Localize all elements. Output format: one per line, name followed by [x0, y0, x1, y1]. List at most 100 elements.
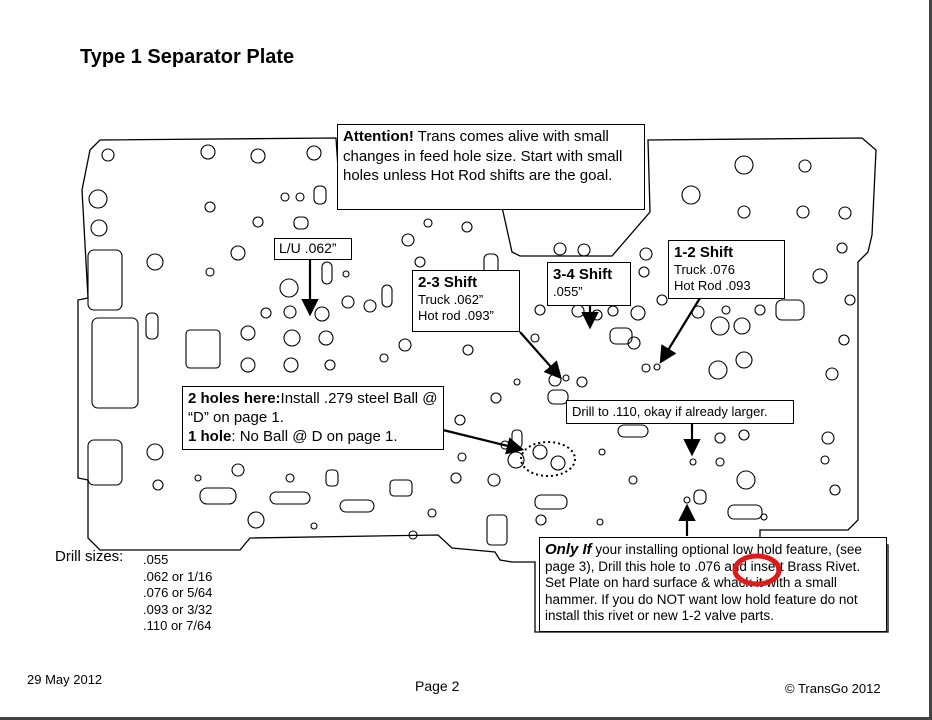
twoholes-lead: 2 holes here:	[188, 390, 281, 407]
plate-hole	[414, 256, 426, 268]
plate-hole	[408, 530, 418, 540]
plate-slot	[511, 429, 523, 449]
drill-sizes-label: Drill sizes:	[55, 548, 124, 565]
lu-callout: L/U .062”	[274, 238, 352, 260]
plate-hole	[450, 472, 462, 484]
drill-size-item: .110 or 7/64	[143, 618, 212, 633]
page-edge-right	[929, 0, 932, 720]
plate-hole	[550, 455, 566, 471]
plate-hole	[653, 363, 661, 371]
drill110-text: Drill to .110, okay if already larger.	[572, 404, 768, 419]
shift12-heading: 1-2 Shift	[674, 244, 734, 261]
plate-hole	[250, 148, 266, 164]
plate-slot	[199, 487, 237, 505]
plate-hole	[90, 219, 108, 237]
plate-outline	[77, 137, 889, 633]
plate-hole	[714, 432, 726, 444]
plate-hole	[760, 513, 768, 521]
plate-slot	[91, 317, 139, 409]
plate-hole	[240, 325, 256, 341]
plate-hole	[838, 206, 852, 220]
plate-hole	[363, 299, 377, 313]
shift23-line1: Truck .062”	[418, 292, 484, 307]
plate-hole	[820, 455, 830, 465]
plate-hole	[423, 218, 433, 228]
plate-slot	[87, 249, 123, 311]
plate-slot	[381, 284, 393, 308]
plate-hole	[829, 484, 841, 496]
plate-slot	[389, 479, 413, 497]
plate-slot	[87, 439, 123, 486]
only-if-callout: Only If your installing optional low hol…	[539, 537, 887, 632]
plate-hole	[838, 334, 850, 346]
attention-text: Trans comes alive with small changes in …	[343, 128, 623, 184]
plate-hole	[534, 304, 546, 316]
plate-hole	[204, 201, 216, 213]
plate-hole	[562, 374, 570, 382]
plate-slot	[145, 312, 159, 340]
plate-slot	[325, 469, 339, 487]
plate-hole	[427, 508, 437, 518]
plate-hole	[398, 338, 412, 352]
plate-hole	[200, 144, 216, 160]
plate-hole	[231, 463, 245, 477]
plate-slot	[534, 494, 568, 510]
plate-hole	[708, 360, 728, 380]
plate-hole	[733, 317, 751, 335]
plate-slot	[609, 327, 633, 345]
plate-hole	[252, 216, 264, 228]
plate-hole	[283, 305, 297, 319]
twoholes-lead2: 1 hole	[188, 428, 232, 445]
plate-hole	[535, 514, 547, 526]
plate-hole	[230, 245, 246, 261]
plate-hole	[735, 351, 753, 369]
plate-hole	[487, 473, 501, 487]
plate-hole	[461, 221, 473, 233]
plate-hole	[571, 304, 585, 318]
twoholes-text2: : No Ball @ D on page 1.	[231, 428, 398, 445]
two-holes-callout: 2 holes here:Install .279 steel Ball @ “…	[182, 386, 444, 450]
plate-hole	[342, 270, 350, 278]
plate-hole	[577, 243, 591, 257]
shift12-callout: 1-2 Shift Truck .076 Hot Rod .093	[668, 240, 785, 299]
twoholes-text1: Install .279 steel Ball @ “D” on page 1.	[188, 390, 438, 426]
drill110-callout: Drill to .110, okay if already larger.	[566, 400, 794, 424]
plate-hole	[656, 294, 668, 306]
plate-hole	[379, 353, 389, 363]
plate-slot	[313, 185, 327, 205]
plate-hole	[146, 253, 164, 271]
shift34-callout: 3-4 Shift .055”	[547, 262, 631, 306]
plate-hole	[607, 305, 619, 317]
plate-hole	[734, 155, 754, 175]
plate-hole	[598, 448, 606, 456]
plate-hole	[194, 474, 202, 482]
plate-hole	[101, 148, 115, 162]
plate-hole	[283, 329, 301, 347]
plate-hole	[821, 431, 835, 445]
plate-slot	[293, 216, 309, 230]
plate-hole	[88, 189, 108, 209]
shift23-heading: 2-3 Shift	[418, 274, 478, 291]
plate-slot	[321, 261, 333, 285]
plate-slot	[693, 489, 707, 505]
plate-hole	[639, 247, 653, 261]
plate-hole	[532, 444, 548, 460]
plate-hole	[798, 159, 812, 173]
page-title: Type 1 Separator Plate	[80, 46, 295, 68]
plate-hole	[796, 205, 810, 219]
shift12-arrow	[659, 297, 701, 364]
plate-hole	[454, 414, 466, 426]
shift34-line1: .055”	[553, 284, 583, 299]
plate-hole	[754, 304, 766, 316]
plate-hole	[295, 192, 305, 202]
twoholes-arrow	[442, 428, 525, 455]
plate-hole	[314, 306, 330, 322]
plate-hole	[401, 233, 415, 247]
lu-text: L/U .062”	[279, 240, 337, 256]
plate-hole	[710, 316, 730, 336]
plate-hole	[260, 307, 272, 319]
plate-hole	[513, 378, 521, 386]
footer-date: 29 May 2012	[27, 672, 103, 687]
plate-hole	[310, 522, 318, 530]
plate-hole	[247, 511, 265, 529]
